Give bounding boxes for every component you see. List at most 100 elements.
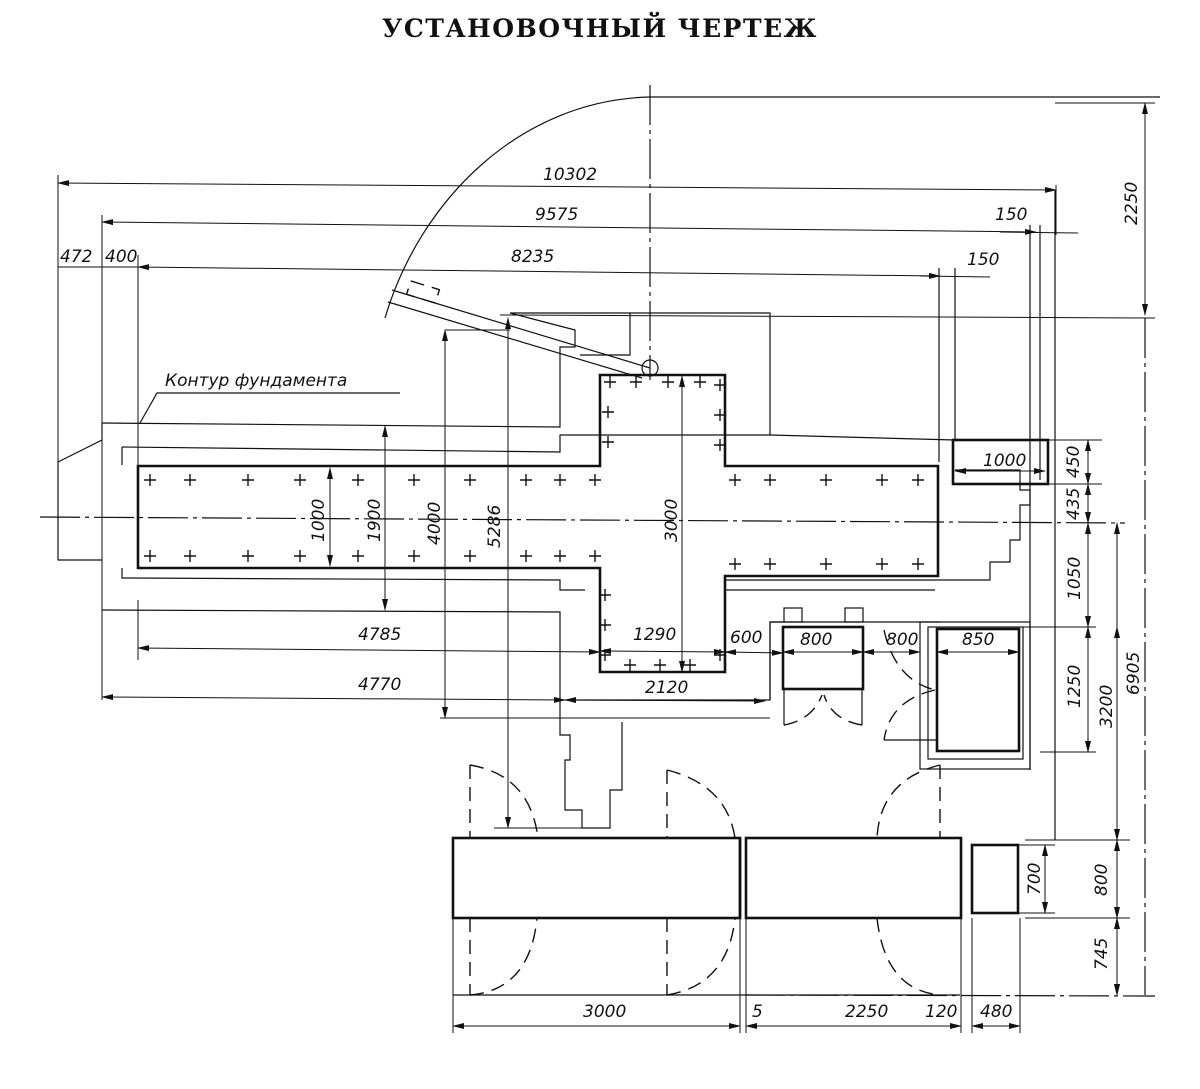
- dim-4785-label: 4785: [358, 625, 401, 645]
- anchor-bolt-mark: [624, 659, 636, 671]
- dim-450-435: 450 435: [1045, 439, 1102, 524]
- dim-4000: 4000: [425, 329, 770, 719]
- dim-435-label: 435: [1064, 488, 1084, 520]
- dim-5-label: 5: [752, 1002, 763, 1022]
- dim-3000-vertical: 3000: [662, 375, 685, 673]
- dim-3200-label: 3200: [1097, 685, 1117, 728]
- dim-4770-label: 4770: [358, 675, 401, 695]
- dim-2250-vertical: 2250: [499, 102, 1156, 319]
- foundation-outline-top: [101, 312, 631, 428]
- dim-3200: 3200: [1097, 626, 1120, 841]
- horizontal-centerline: [39, 516, 1126, 524]
- anchor-bolt-mark: [294, 474, 306, 486]
- anchor-bolt-mark: [764, 558, 776, 570]
- anchor-bolt-mark: [408, 550, 420, 562]
- dim-5286: 5286: [485, 317, 582, 829]
- anchor-bolt-mark: [876, 558, 888, 570]
- control-box-upper: 1000: [951, 438, 1050, 486]
- dim-1290: 1290: [599, 625, 726, 655]
- dim-6905: 6905: [1114, 522, 1144, 996]
- dim-600-label: 600: [730, 628, 762, 648]
- dim-800b-label: 800: [886, 630, 918, 650]
- anchor-bolt-mark: [589, 550, 601, 562]
- dim-4785: 4785: [137, 600, 601, 660]
- dim-2120: 2120: [564, 678, 766, 704]
- anchor-bolt-mark: [352, 474, 364, 486]
- anchor-bolt-mark: [912, 474, 924, 486]
- anchor-bolt-mark: [684, 659, 696, 671]
- anchor-bolt-mark: [144, 550, 156, 562]
- anchor-bolt-mark: [464, 474, 476, 486]
- anchor-bolt-mark: [589, 474, 601, 486]
- dim-600: 600: [724, 628, 784, 656]
- anchor-bolts: [144, 376, 924, 671]
- anchor-bolt-mark: [714, 379, 726, 391]
- dim-4000-label: 4000: [425, 502, 445, 545]
- dim-120-label: 120: [925, 1002, 957, 1022]
- anchor-bolt-mark: [820, 558, 832, 570]
- anchor-bolt-mark: [599, 589, 611, 601]
- dim-850-label: 850: [962, 630, 994, 650]
- dim-2250h-label: 2250: [845, 1002, 888, 1022]
- door-swings-lower: [453, 917, 960, 996]
- anchor-bolt-mark: [630, 376, 642, 388]
- electrical-cabinet-left: 800: [781, 607, 865, 726]
- anchor-bolt-mark: [602, 406, 614, 418]
- dim-1050-label: 1050: [1065, 557, 1085, 600]
- roller-table: 700: [451, 836, 1055, 920]
- dim-4770: 4770: [101, 675, 566, 703]
- dim-800v-label: 800: [1092, 864, 1112, 896]
- dim-400-label: 400: [105, 247, 137, 267]
- anchor-bolt-mark: [820, 474, 832, 486]
- anchor-bolt-mark: [554, 550, 566, 562]
- swing-radius-arc: [384, 96, 1160, 319]
- dim-150a-label: 150: [967, 250, 999, 270]
- dim-480-label: 480: [980, 1002, 1012, 1022]
- anchor-bolt-mark: [599, 619, 611, 631]
- dim-8235-label: 8235: [511, 247, 554, 267]
- dim-5286-label: 5286: [485, 505, 505, 548]
- dim-150b-label: 150: [995, 205, 1027, 225]
- anchor-bolt-mark: [714, 409, 726, 421]
- bottom-dimensions: 3000 5 2250 120 480: [452, 918, 1021, 1033]
- anchor-bolt-mark: [294, 550, 306, 562]
- dim-150-mid: 150: [919, 250, 999, 462]
- anchor-bolt-mark: [144, 474, 156, 486]
- dim-9575-label: 9575: [535, 205, 578, 225]
- dim-745-label: 745: [1092, 938, 1112, 970]
- dim-8235: 8235 472 400: [58, 247, 941, 480]
- anchor-bolt-mark: [876, 474, 888, 486]
- dim-1000h-label: 1000: [983, 451, 1026, 471]
- dim-472-label: 472: [60, 247, 92, 267]
- anchor-bolt-mark: [352, 550, 364, 562]
- foundation-contour-note: Контур фундамента: [139, 371, 400, 424]
- anchor-bolt-mark: [729, 558, 741, 570]
- anchor-bolt-mark: [729, 474, 741, 486]
- anchor-bolt-mark: [408, 474, 420, 486]
- anchor-bolt-mark: [464, 550, 476, 562]
- anchor-bolt-mark: [520, 550, 532, 562]
- dim-1900: 1900: [365, 425, 388, 611]
- anchor-bolt-mark: [554, 474, 566, 486]
- dim-10302-label: 10302: [543, 165, 597, 185]
- anchor-bolt-mark: [764, 474, 776, 486]
- anchor-bolt-mark: [184, 474, 196, 486]
- dim-1050-1250: 1050 1250: [930, 522, 1096, 753]
- dim-2120-label: 2120: [645, 678, 688, 698]
- electrical-cabinet-right: 800 850: [862, 621, 1031, 770]
- dim-3000v-label: 3000: [662, 499, 682, 542]
- machine-foundation-body: [136, 373, 940, 674]
- anchor-bolt-mark: [242, 550, 254, 562]
- dim-1250-label: 1250: [1065, 665, 1085, 708]
- anchor-bolt-mark: [604, 376, 616, 388]
- drawing-title: УСТАНОВОЧНЫЙ ЧЕРТЕЖ: [382, 14, 818, 43]
- anchor-bolt-mark: [714, 439, 726, 451]
- dim-3000h-label: 3000: [583, 1002, 626, 1022]
- dim-450-label: 450: [1064, 446, 1084, 478]
- anchor-bolt-mark: [520, 474, 532, 486]
- anchor-bolt-mark: [184, 550, 196, 562]
- dim-9575: 9575: [101, 205, 1037, 700]
- anchor-bolt-mark: [242, 474, 254, 486]
- dim-6905-label: 6905: [1124, 652, 1144, 695]
- anchor-bolt-mark: [602, 436, 614, 448]
